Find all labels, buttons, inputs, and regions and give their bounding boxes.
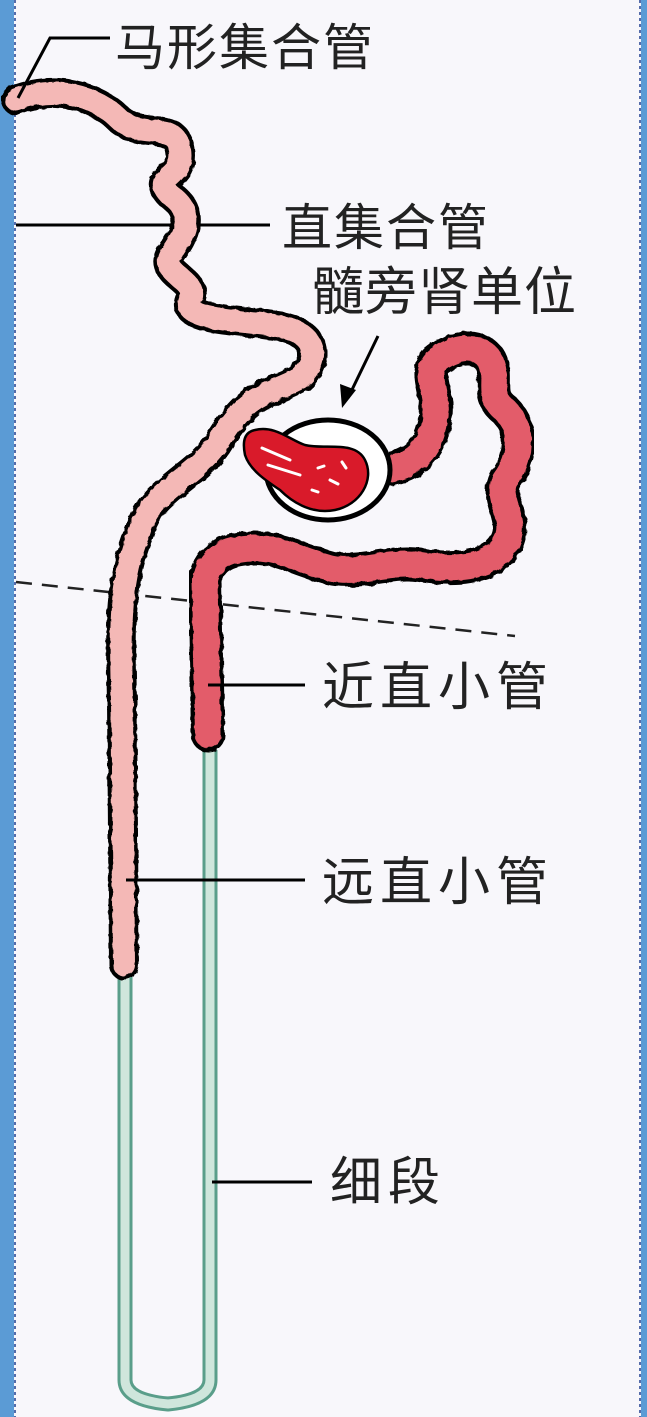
right-blue-border [641,0,647,1417]
label-arcuate-collecting-duct: 马形集合管 [115,19,375,77]
label-straight-collecting-duct: 直集合管 [282,199,490,257]
label-distal-straight-tubule: 远直小管 [322,853,554,913]
label-thin-segment: 细段 [330,1153,446,1213]
left-blue-border [0,0,14,1417]
label-proximal-straight-tubule: 近直小管 [322,658,554,718]
label-juxtamedullary-nephron: 髓旁肾单位 [312,263,577,323]
